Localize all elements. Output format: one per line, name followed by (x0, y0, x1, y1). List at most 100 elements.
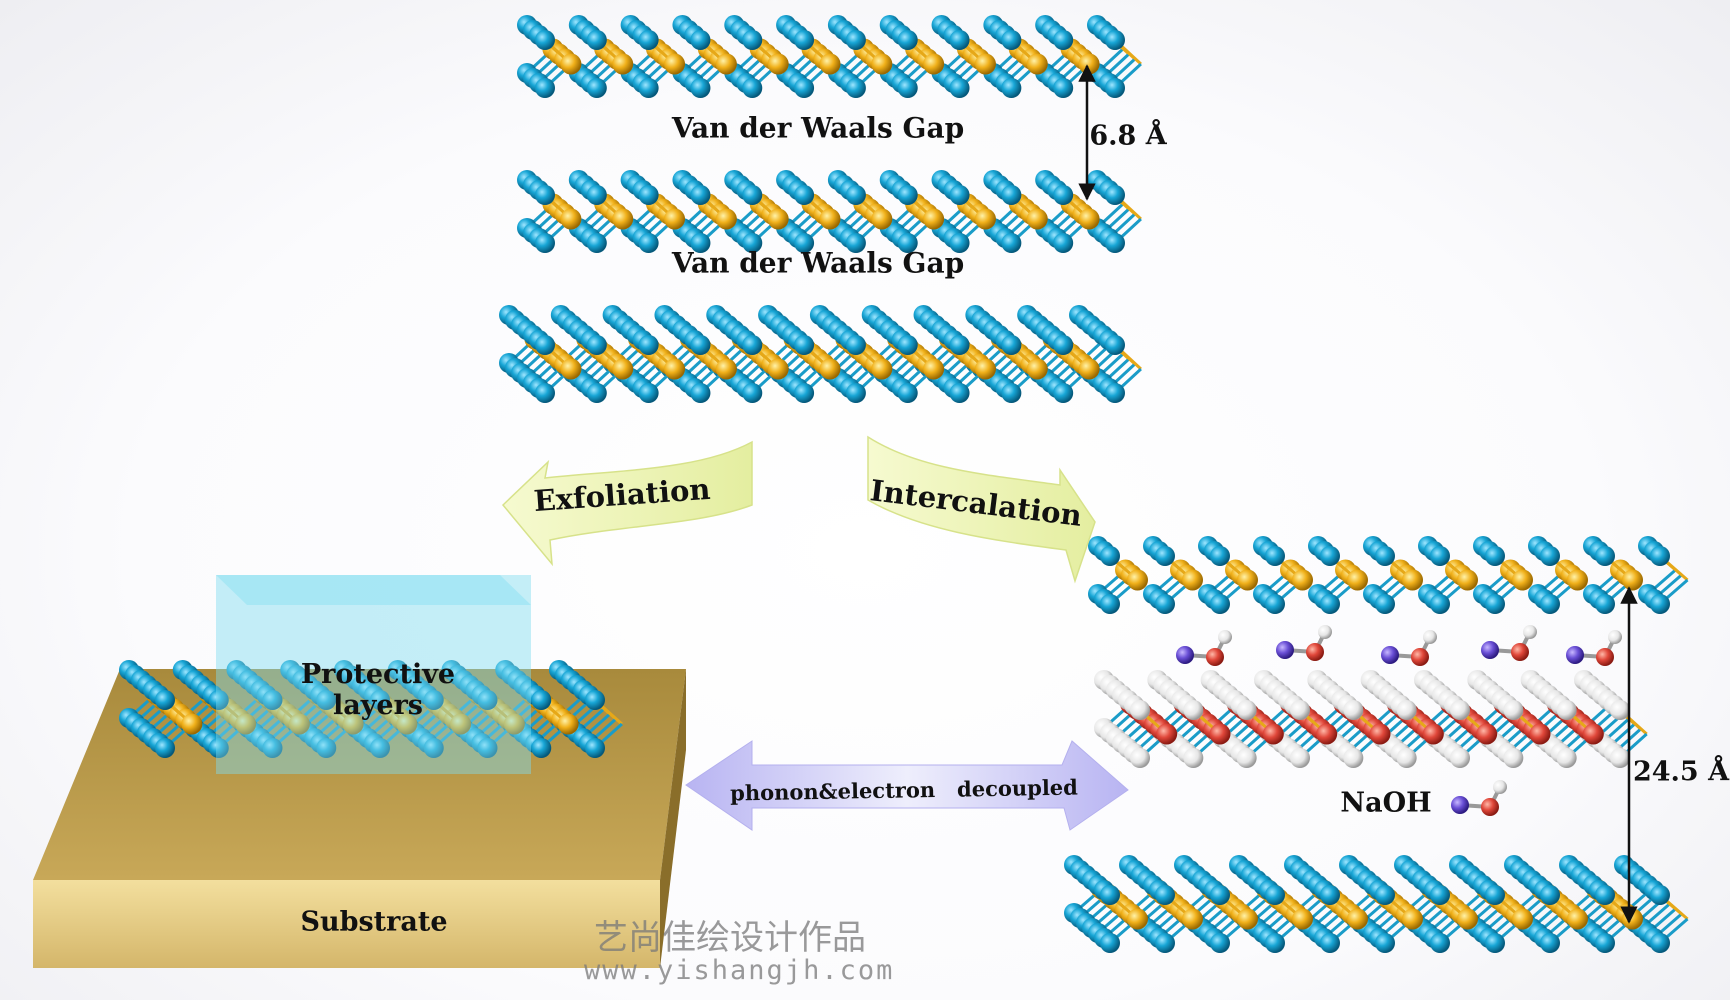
atom (1450, 748, 1470, 768)
atom (664, 53, 686, 75)
atom (897, 185, 918, 205)
atom (1567, 908, 1588, 930)
atom (1320, 885, 1340, 905)
atom (845, 185, 866, 205)
atom (1265, 885, 1285, 905)
atom (1396, 748, 1417, 768)
atom (1237, 569, 1258, 591)
atom (1556, 748, 1577, 768)
atom (586, 30, 607, 50)
atom (794, 185, 815, 205)
decoupled-double-arrow (685, 740, 1129, 831)
atom (923, 208, 945, 230)
atom (794, 335, 815, 355)
atom (1236, 748, 1257, 768)
atom (1540, 594, 1560, 614)
atom (1105, 335, 1125, 355)
atom (1105, 185, 1125, 205)
atom (1105, 383, 1125, 403)
atom (767, 358, 789, 380)
atom (1430, 594, 1450, 614)
atom (1290, 748, 1310, 768)
atom (1430, 885, 1450, 905)
atom (1100, 933, 1120, 953)
atom (1100, 594, 1120, 614)
atom (1529, 723, 1551, 745)
atom (845, 30, 866, 50)
atom (208, 738, 229, 758)
atom (1582, 723, 1604, 745)
atom (1001, 233, 1022, 253)
atom (974, 53, 996, 75)
atom (715, 358, 737, 380)
atom (560, 53, 582, 75)
atom (477, 690, 498, 710)
naoh-layer (1094, 670, 1648, 768)
atom (1127, 569, 1148, 591)
atom (262, 738, 283, 758)
atom (1485, 885, 1505, 905)
atom (1127, 908, 1148, 930)
atom (923, 53, 945, 75)
atom (1503, 748, 1524, 768)
atom (1183, 700, 1204, 720)
atom (1156, 723, 1178, 745)
atom (423, 690, 444, 710)
atom (1265, 546, 1285, 566)
atom (1622, 569, 1643, 591)
atom (1343, 748, 1364, 768)
atom (586, 185, 607, 205)
atom (1053, 233, 1074, 253)
atom (1001, 30, 1022, 50)
protective-layer-box (216, 575, 531, 774)
watermark-chinese: 艺尚佳绘设计作品 (594, 918, 866, 958)
atom (586, 383, 607, 403)
crystal-layer-bottom (499, 305, 1142, 403)
atom (1292, 569, 1313, 591)
atom (1001, 335, 1022, 355)
atom (1595, 933, 1615, 953)
atom (664, 208, 686, 230)
atom (1567, 569, 1588, 591)
atom (370, 738, 390, 758)
atom (1290, 700, 1310, 720)
atom (1210, 546, 1230, 566)
atom (155, 738, 175, 758)
atom (1265, 933, 1285, 953)
atom (477, 738, 498, 758)
atom (1476, 723, 1498, 745)
atom (1450, 700, 1470, 720)
atom (715, 53, 737, 75)
atom (586, 233, 607, 253)
atom (1130, 700, 1150, 720)
atom (897, 30, 918, 50)
atom (1430, 933, 1450, 953)
atom (1210, 594, 1230, 614)
atom (1375, 546, 1395, 566)
atom (1001, 78, 1022, 98)
atom (535, 78, 555, 98)
crystal-layer-middle (517, 170, 1142, 253)
atom (155, 690, 175, 710)
atom (1100, 546, 1120, 566)
atom (586, 335, 607, 355)
atom (1026, 208, 1048, 230)
atom (1053, 78, 1074, 98)
atom (1155, 546, 1175, 566)
atom (794, 383, 815, 403)
atom (423, 738, 444, 758)
crystal-layer-top (517, 15, 1142, 98)
atom (1026, 358, 1048, 380)
atom (450, 713, 472, 735)
atom (1347, 908, 1368, 930)
atom (794, 78, 815, 98)
atom (923, 358, 945, 380)
naoh-molecules (1176, 625, 1622, 816)
atom (586, 78, 607, 98)
atom (1375, 885, 1395, 905)
atom (316, 738, 337, 758)
spacing-label-intercalated: 24.5 Å (1632, 756, 1730, 788)
atom (235, 713, 257, 735)
atom (974, 208, 996, 230)
